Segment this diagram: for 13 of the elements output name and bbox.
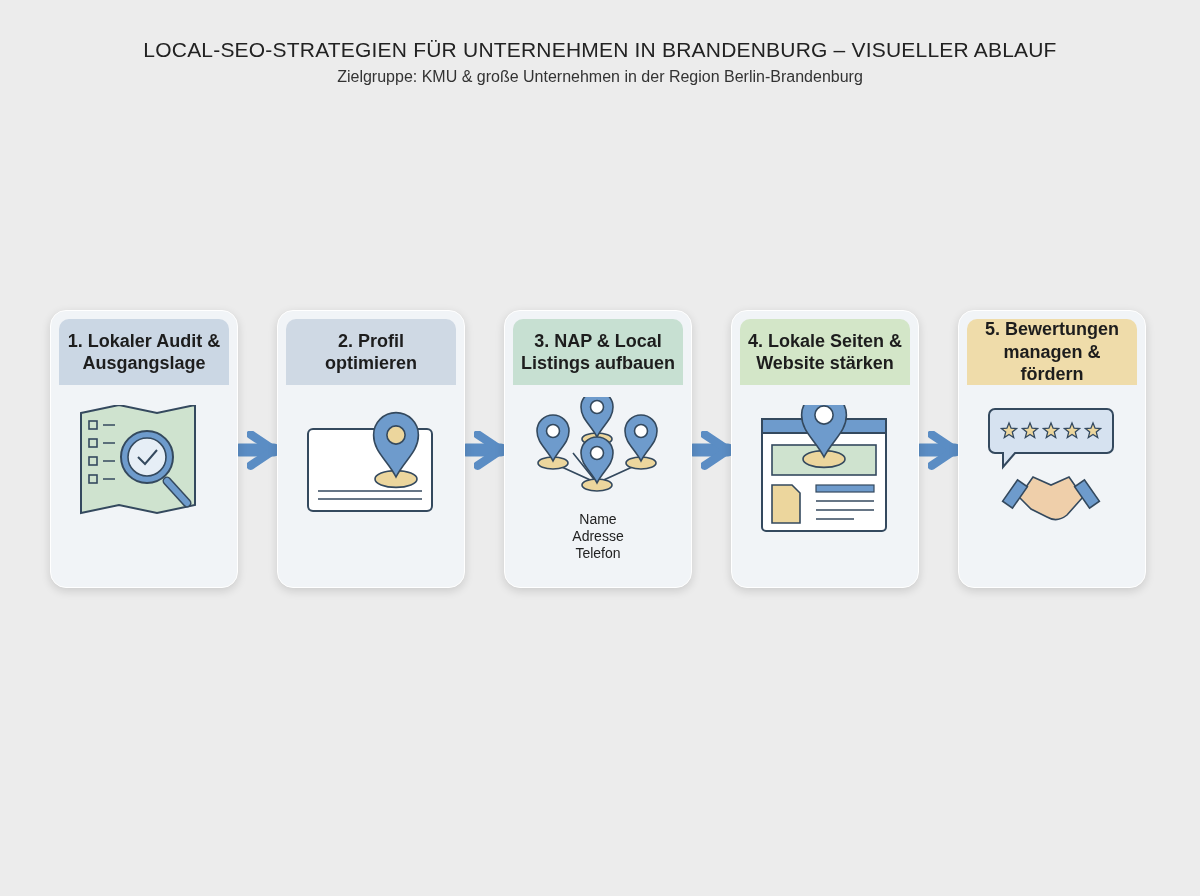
step-heading: 4. Lokale Seiten & Website stärken bbox=[740, 319, 910, 385]
step-heading: 3. NAP & Local Listings aufbauen bbox=[513, 319, 683, 385]
step-card bbox=[504, 310, 692, 588]
step-card bbox=[958, 310, 1146, 588]
step-heading: 5. Bewertungen managen & fördern bbox=[967, 319, 1137, 385]
title: LOCAL-SEO-STRATEGIEN FÜR UNTERNEHMEN IN BRANDENBURG – VISUELLER ABLAUF bbox=[142, 38, 1058, 62]
step-heading: 2. Profil optimieren bbox=[286, 319, 456, 385]
step-card bbox=[277, 310, 465, 588]
step-heading: 1. Lokaler Audit & Ausgangslage bbox=[59, 319, 229, 385]
subtitle: Zielgruppe: KMU & große Unternehmen in der Region Berlin-Brandenburg bbox=[336, 68, 864, 86]
detail-text: Name Adresse Telefon bbox=[571, 511, 625, 562]
step-card bbox=[50, 310, 238, 588]
step-card bbox=[731, 310, 919, 588]
